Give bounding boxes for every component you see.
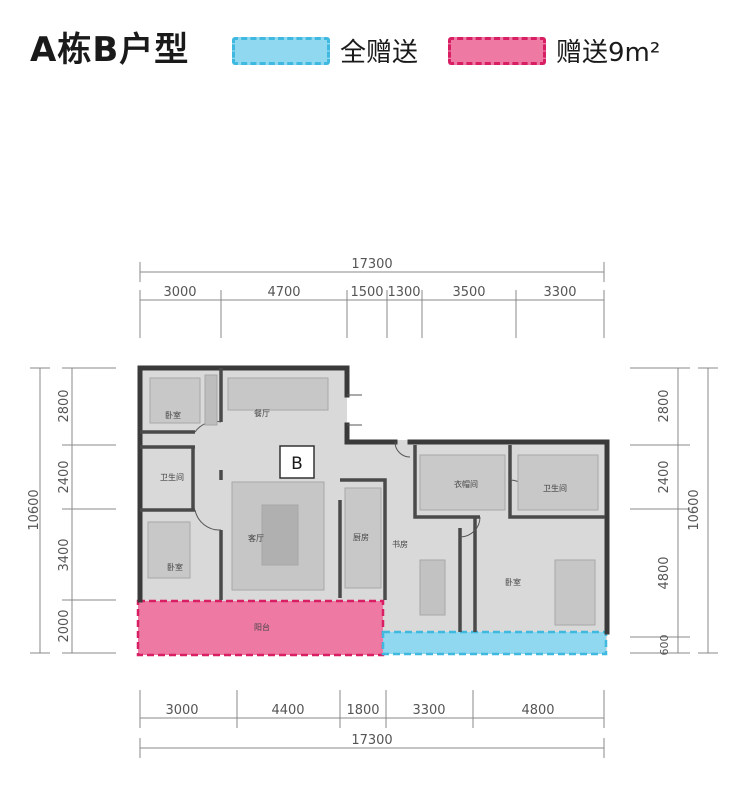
- right-dim-3: 4800: [657, 556, 672, 589]
- top-dim-4: 1300: [387, 285, 420, 300]
- bottom-dim-1: 3000: [165, 703, 198, 718]
- bottom-dim-4: 3300: [412, 703, 445, 718]
- top-dim-6: 3300: [543, 285, 576, 300]
- page-title: A栋B户型: [30, 30, 190, 70]
- unit-badge-box: [279, 445, 315, 479]
- legend-label-partial-gift: 赠送9m²: [556, 38, 661, 68]
- exterior-walls: [137, 365, 610, 635]
- legend-label-full-gift: 全赠送: [340, 38, 419, 68]
- room-label-kitchen: 厨房: [353, 532, 369, 542]
- legend-swatch-partial-gift: [448, 37, 546, 65]
- right-dim-4: 600: [658, 635, 671, 656]
- room-label-cloakroom: 衣帽间: [454, 479, 478, 489]
- bottom-total-dimension: 17300: [351, 733, 392, 748]
- legend-swatch-full-gift: [232, 37, 330, 65]
- right-dimension-lines: [630, 367, 718, 654]
- balcony-partial-gift-area: [136, 599, 385, 657]
- room-label-dining: 餐厅: [254, 409, 270, 418]
- bottom-dim-3: 1800: [346, 703, 379, 718]
- full-gift-area: [381, 630, 608, 656]
- left-dim-2: 2400: [57, 460, 72, 493]
- bottom-dim-5: 4800: [521, 703, 554, 718]
- room-label-bedroom-top-left: 卧室: [165, 410, 181, 420]
- left-dim-4: 2000: [57, 609, 72, 642]
- top-dim-3: 1500: [350, 285, 383, 300]
- room-label-bath-left: 卫生间: [160, 472, 184, 482]
- top-total-dimension: 17300: [351, 257, 392, 272]
- interior-walls: [140, 368, 605, 632]
- bottom-dim-2: 4400: [271, 703, 304, 718]
- left-dim-1: 2800: [57, 389, 72, 422]
- room-label-study: 书房: [392, 539, 408, 549]
- left-total-dimension: 10600: [27, 489, 42, 530]
- furniture: [147, 374, 599, 626]
- right-dim-1: 2800: [657, 389, 672, 422]
- room-label-bedroom-left: 卧室: [167, 562, 183, 572]
- top-dim-5: 3500: [452, 285, 485, 300]
- room-label-living: 客厅: [248, 533, 264, 543]
- right-total-dimension: 10600: [687, 489, 702, 530]
- room-label-bath-right: 卫生间: [543, 483, 567, 493]
- right-dim-2: 2400: [657, 460, 672, 493]
- unit-badge-label: B: [291, 454, 303, 474]
- left-dimension-lines: [30, 367, 116, 654]
- top-dim-1: 3000: [163, 285, 196, 300]
- left-dim-3: 3400: [57, 538, 72, 571]
- room-label-master-bedroom: 卧室: [505, 577, 521, 587]
- top-dim-2: 4700: [267, 285, 300, 300]
- top-dimension-lines: [139, 262, 605, 338]
- room-label-balcony: 阳台: [254, 622, 270, 632]
- bottom-dimension-lines: [139, 690, 605, 758]
